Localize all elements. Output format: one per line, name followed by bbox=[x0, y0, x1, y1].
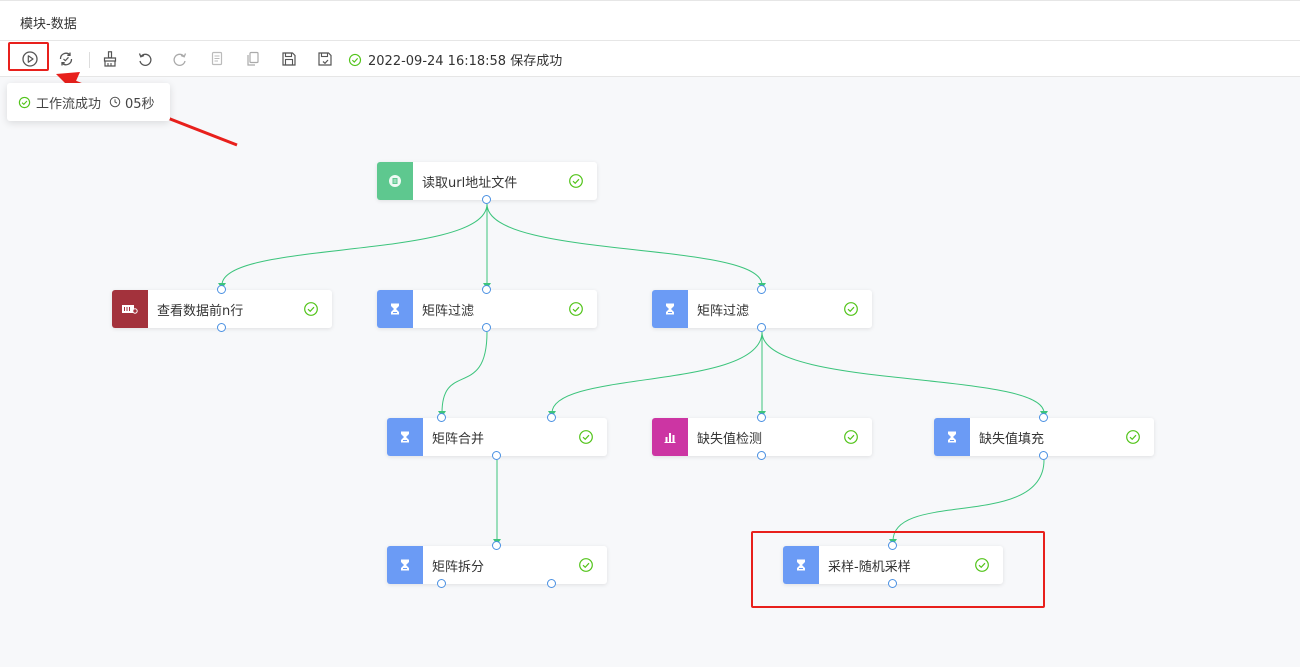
run-result-toast: 工作流成功 05秒 bbox=[7, 83, 170, 121]
hourglass-icon bbox=[934, 418, 970, 456]
toolbar: 2022-09-24 16:18:58 保存成功 bbox=[0, 41, 1300, 77]
node-label: 矩阵拆分 bbox=[432, 559, 485, 575]
check-circle-icon bbox=[1126, 430, 1140, 444]
hourglass-icon bbox=[387, 418, 423, 456]
copy-icon bbox=[211, 51, 223, 66]
node-missing-fill[interactable]: 缺失值填充 bbox=[934, 418, 1154, 456]
output-port[interactable] bbox=[217, 323, 226, 332]
toast-message: 工作流成功 bbox=[36, 96, 102, 112]
undo-button[interactable] bbox=[134, 48, 156, 70]
check-circle-icon bbox=[304, 302, 318, 316]
format-button[interactable] bbox=[99, 48, 121, 70]
hourglass-icon bbox=[783, 546, 819, 584]
output-port[interactable] bbox=[437, 579, 446, 588]
check-circle-icon bbox=[18, 96, 31, 108]
undo-icon bbox=[138, 53, 152, 66]
node-random-sample[interactable]: 采样-随机采样 bbox=[783, 546, 1003, 584]
check-circle-icon bbox=[579, 558, 593, 572]
copy-button[interactable] bbox=[206, 48, 228, 70]
output-port[interactable] bbox=[482, 195, 491, 204]
node-matrix-filter-2[interactable]: 矩阵过滤 bbox=[652, 290, 872, 328]
page-title: 模块-数据 bbox=[20, 17, 77, 32]
node-label: 矩阵过滤 bbox=[422, 303, 475, 319]
input-port[interactable] bbox=[437, 413, 446, 422]
output-port[interactable] bbox=[757, 451, 766, 460]
workflow-canvas[interactable] bbox=[0, 78, 1300, 667]
node-view-top-n[interactable]: 查看数据前n行 bbox=[112, 290, 332, 328]
input-port[interactable] bbox=[482, 285, 491, 294]
table-view-icon bbox=[112, 290, 148, 328]
node-matrix-filter-1[interactable]: 矩阵过滤 bbox=[377, 290, 597, 328]
hourglass-icon bbox=[652, 290, 688, 328]
brush-icon bbox=[103, 51, 117, 67]
file-icon bbox=[377, 162, 413, 200]
node-label: 缺失值检测 bbox=[697, 431, 763, 447]
node-label: 矩阵合并 bbox=[432, 431, 485, 447]
input-port[interactable] bbox=[888, 541, 897, 550]
toast-duration: 05秒 bbox=[109, 93, 155, 112]
check-circle-icon bbox=[975, 558, 989, 572]
node-label: 采样-随机采样 bbox=[828, 559, 911, 575]
check-circle-icon bbox=[844, 302, 858, 316]
paste-icon bbox=[247, 51, 259, 66]
save-status: 2022-09-24 16:18:58 保存成功 bbox=[348, 50, 562, 69]
title-bar: 模块-数据 bbox=[0, 0, 1300, 41]
output-port[interactable] bbox=[492, 451, 501, 460]
hourglass-icon bbox=[377, 290, 413, 328]
paste-button[interactable] bbox=[242, 48, 264, 70]
output-port[interactable] bbox=[757, 323, 766, 332]
run-icon bbox=[22, 51, 38, 67]
node-label: 查看数据前n行 bbox=[157, 303, 244, 319]
save-button[interactable] bbox=[278, 48, 300, 70]
node-label: 矩阵过滤 bbox=[697, 303, 750, 319]
refresh-button[interactable] bbox=[55, 48, 77, 70]
check-circle-icon bbox=[844, 430, 858, 444]
bar-chart-icon bbox=[652, 418, 688, 456]
input-port[interactable] bbox=[547, 413, 556, 422]
check-circle-icon bbox=[579, 430, 593, 444]
save-icon bbox=[282, 52, 296, 66]
output-port[interactable] bbox=[482, 323, 491, 332]
refresh-icon bbox=[59, 52, 73, 66]
clock-icon bbox=[109, 96, 121, 108]
input-port[interactable] bbox=[217, 285, 226, 294]
input-port[interactable] bbox=[757, 285, 766, 294]
run-button[interactable] bbox=[19, 48, 41, 70]
toast-duration-text: 05秒 bbox=[125, 96, 155, 112]
redo-icon bbox=[173, 53, 187, 66]
node-matrix-split[interactable]: 矩阵拆分 bbox=[387, 546, 607, 584]
save-status-text: 2022-09-24 16:18:58 保存成功 bbox=[368, 54, 563, 69]
input-port[interactable] bbox=[1039, 413, 1048, 422]
save-as-button[interactable] bbox=[314, 48, 336, 70]
redo-button[interactable] bbox=[169, 48, 191, 70]
node-label: 缺失值填充 bbox=[979, 431, 1045, 447]
save-as-icon bbox=[318, 52, 332, 66]
input-port[interactable] bbox=[492, 541, 501, 550]
node-label: 读取url地址文件 bbox=[422, 175, 518, 191]
output-port[interactable] bbox=[547, 579, 556, 588]
toolbar-separator bbox=[89, 52, 90, 68]
check-circle-icon bbox=[569, 174, 583, 188]
node-read-url-file[interactable]: 读取url地址文件 bbox=[377, 162, 597, 200]
output-port[interactable] bbox=[888, 579, 897, 588]
input-port[interactable] bbox=[757, 413, 766, 422]
check-circle-icon bbox=[348, 53, 362, 66]
hourglass-icon bbox=[387, 546, 423, 584]
output-port[interactable] bbox=[1039, 451, 1048, 460]
check-circle-icon bbox=[569, 302, 583, 316]
node-missing-detect[interactable]: 缺失值检测 bbox=[652, 418, 872, 456]
node-matrix-merge[interactable]: 矩阵合并 bbox=[387, 418, 607, 456]
